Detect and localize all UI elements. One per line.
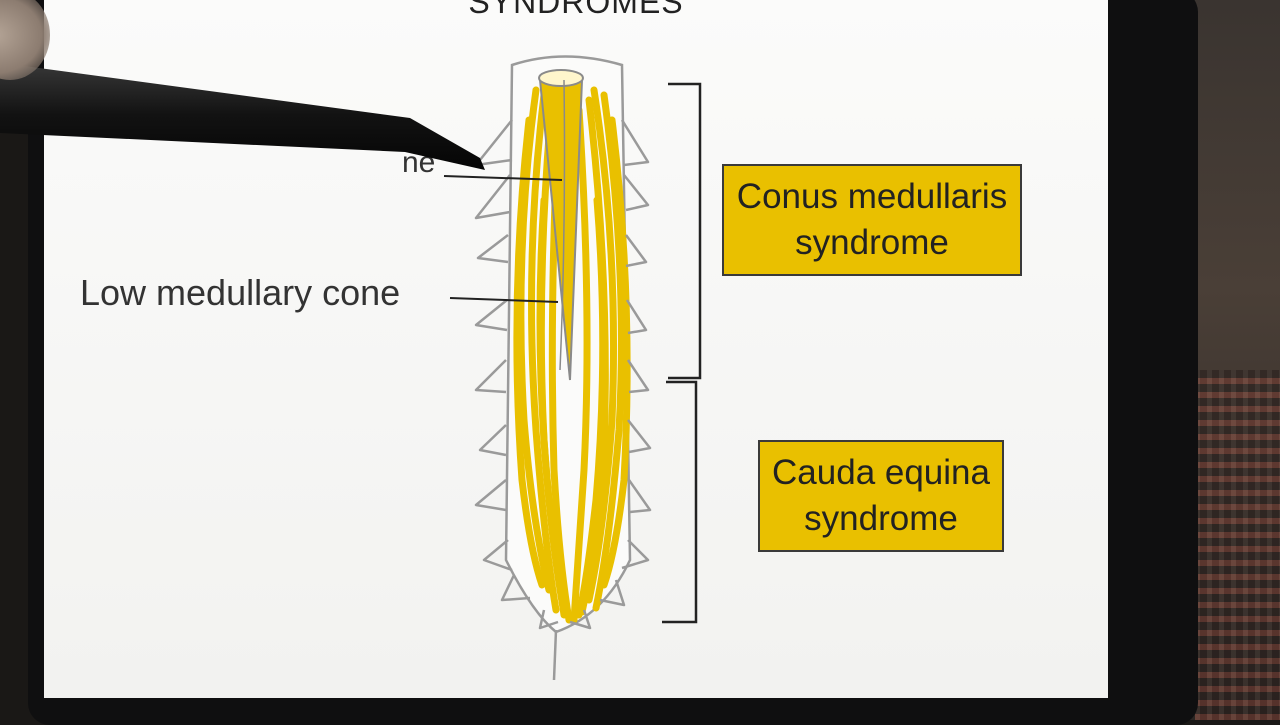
cauda-equina-strands (513, 86, 631, 624)
spinal-cord-diagram (443, 55, 702, 681)
bracket-conus (668, 82, 702, 380)
cauda-equina-box: Cauda equina syndrome (758, 440, 1004, 552)
cauda-box-line2: syndrome (804, 499, 958, 538)
low-medullary-cone-label: Low medullary cone (80, 272, 401, 313)
leader-line-lower (449, 297, 559, 303)
cord-top (538, 69, 584, 87)
conus-box-line1: Conus medullaris (736, 177, 1008, 216)
pen-pointer-icon (0, 62, 485, 170)
leader-line-upper (443, 175, 563, 181)
cauda-box-line1: Cauda equina (772, 453, 990, 492)
conus-box-line2: syndrome (795, 223, 949, 262)
bracket-cauda (662, 380, 698, 624)
conus-medullaris-box: Conus medullaris syndrome (722, 164, 1022, 276)
slide-title: SYNDROMES (468, 0, 684, 20)
nerve-root-spikes (474, 119, 652, 681)
background-fabric (1195, 370, 1280, 720)
